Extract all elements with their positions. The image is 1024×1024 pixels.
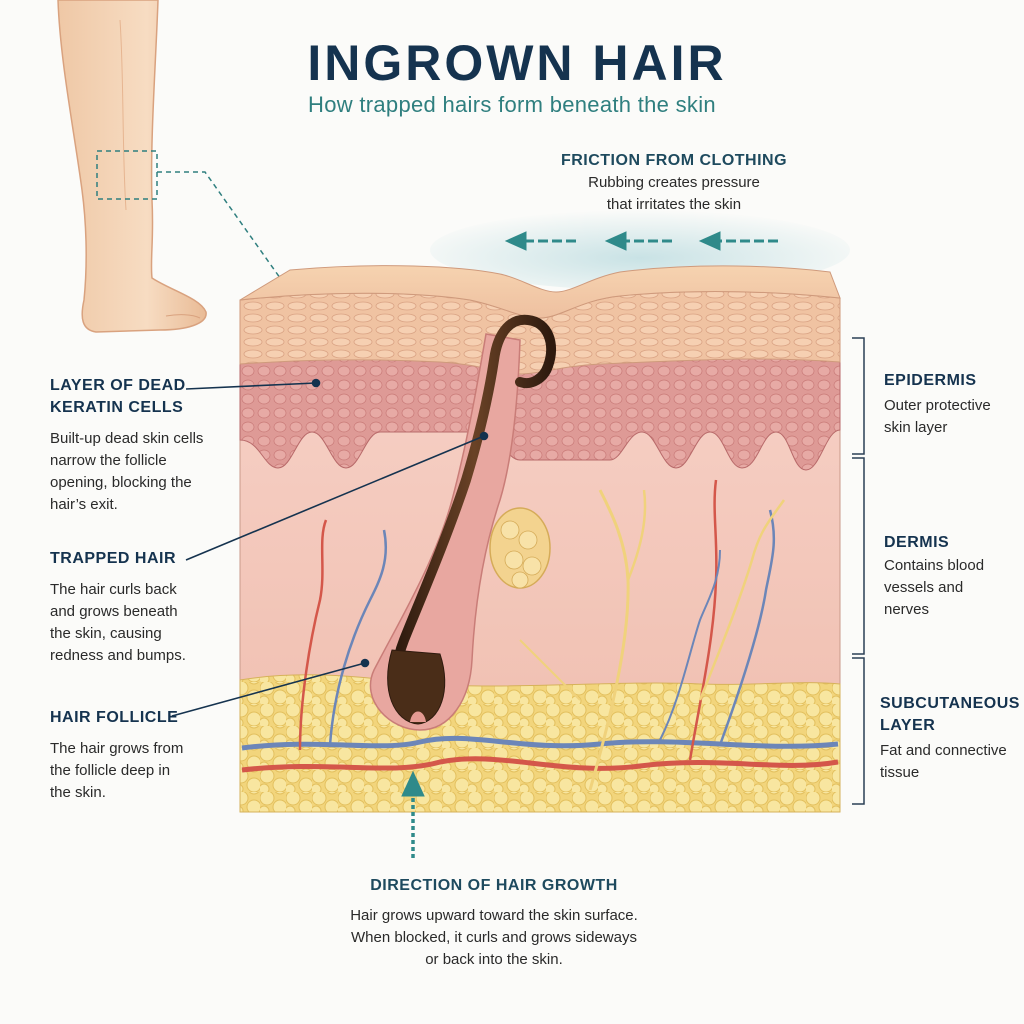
growth-desc-line-1: Hair grows upward toward the skin surfac… [350, 907, 638, 924]
artery-branch [688, 479, 718, 761]
friction-caption: FRICTION FROM CLOTHING Rubbing creates p… [556, 150, 792, 216]
growth-desc-line-3: or back into the skin. [425, 951, 563, 968]
skin-surface [239, 265, 841, 319]
artery-branch [298, 519, 328, 751]
subcutaneous-desc-line-2: tissue [880, 764, 920, 781]
page-subtitle: How trapped hairs form beneath the skin [308, 92, 716, 117]
zoom-region-box [96, 150, 158, 200]
trapped-heading: TRAPPED HAIR [50, 550, 177, 567]
artery [241, 756, 839, 773]
skin-cross-section [239, 265, 841, 813]
nerve [588, 489, 630, 791]
trapped-desc-line-1: The hair curls back [50, 581, 177, 598]
trapped-desc-line-4: redness and bumps. [50, 647, 186, 664]
friction-heading: FRICTION FROM CLOTHING [560, 152, 788, 169]
layer-brackets [852, 337, 865, 805]
epidermis-desc-line-2: skin layer [884, 419, 948, 436]
page-title: INGROWN HAIR [307, 35, 727, 91]
leader-lines [171, 378, 489, 717]
friction-arrows [504, 231, 778, 251]
friction-desc-line-1: Rubbing creates pressure [588, 174, 760, 191]
dermis-label: DERMIS Contains blood vessels and nerves [884, 532, 1014, 621]
trapped-hair-label: TRAPPED HAIR The hair curls back and gro… [50, 548, 220, 667]
keratin-desc-line-1: Built-up dead skin cells [50, 430, 204, 447]
epidermis-desc-line-1: Outer protective [884, 397, 991, 414]
dermal-papilla [410, 711, 426, 722]
vein-branch [328, 529, 388, 746]
growth-arrow [401, 770, 425, 858]
subcutaneous-heading-line-2: LAYER [880, 717, 936, 734]
growth-heading: DIRECTION OF HAIR GROWTH [370, 877, 618, 894]
epidermis-heading: EPIDERMIS [884, 372, 977, 389]
dermis-heading: DERMIS [884, 534, 950, 551]
zoom-leader-line [157, 171, 291, 293]
dermis-desc-line-2: vessels and [884, 579, 964, 596]
keratin-heading-line-2: KERATIN CELLS [50, 399, 184, 416]
hair-bulb [387, 649, 446, 725]
vein [241, 735, 839, 751]
subcutaneous-label: SUBCUTANEOUS LAYER Fat and connective ti… [880, 693, 1020, 784]
keratin-desc-line-3: opening, blocking the [50, 474, 192, 491]
trapped-desc-line-2: and grows beneath [50, 603, 178, 620]
subcutaneous-desc-line-1: Fat and connective [880, 742, 1007, 759]
nerve [626, 489, 647, 581]
follicle-heading: HAIR FOLLICLE [50, 709, 179, 726]
trapped-hair [392, 314, 557, 721]
epidermis-layer [239, 354, 841, 471]
nerve [698, 499, 786, 701]
keratin-heading-line-1: LAYER OF DEAD [50, 377, 186, 394]
friction-desc-line-2: that irritates the skin [606, 196, 742, 213]
dermis-desc-line-1: Contains blood [884, 557, 985, 574]
growth-desc-line-2: When blocked, it curls and grows sideway… [351, 929, 637, 946]
subcutaneous-heading-line-1: SUBCUTANEOUS [880, 695, 1020, 712]
follicle-desc-line-3: the skin. [50, 784, 106, 801]
follicle-desc-line-2: the follicle deep in [50, 762, 171, 779]
vein-branch [659, 549, 721, 741]
trapped-desc-line-3: the skin, causing [50, 625, 162, 642]
nerve [519, 639, 581, 701]
growth-caption: DIRECTION OF HAIR GROWTH Hair grows upwa… [294, 875, 694, 971]
sebaceous-gland [489, 507, 551, 589]
leg-illustration [57, 0, 207, 333]
follicle-desc-line-1: The hair grows from [50, 740, 184, 757]
vein-branch [718, 509, 776, 746]
keratin-desc-line-2: narrow the follicle [50, 452, 167, 469]
hair-follicle-label: HAIR FOLLICLE The hair grows from the fo… [50, 707, 220, 804]
keratin-label: LAYER OF DEAD KERATIN CELLS Built-up dea… [50, 375, 230, 516]
dermis-desc-line-3: nerves [884, 601, 930, 618]
epidermis-label: EPIDERMIS Outer protective skin layer [884, 370, 1014, 439]
keratin-desc-line-4: hair’s exit. [50, 496, 118, 513]
